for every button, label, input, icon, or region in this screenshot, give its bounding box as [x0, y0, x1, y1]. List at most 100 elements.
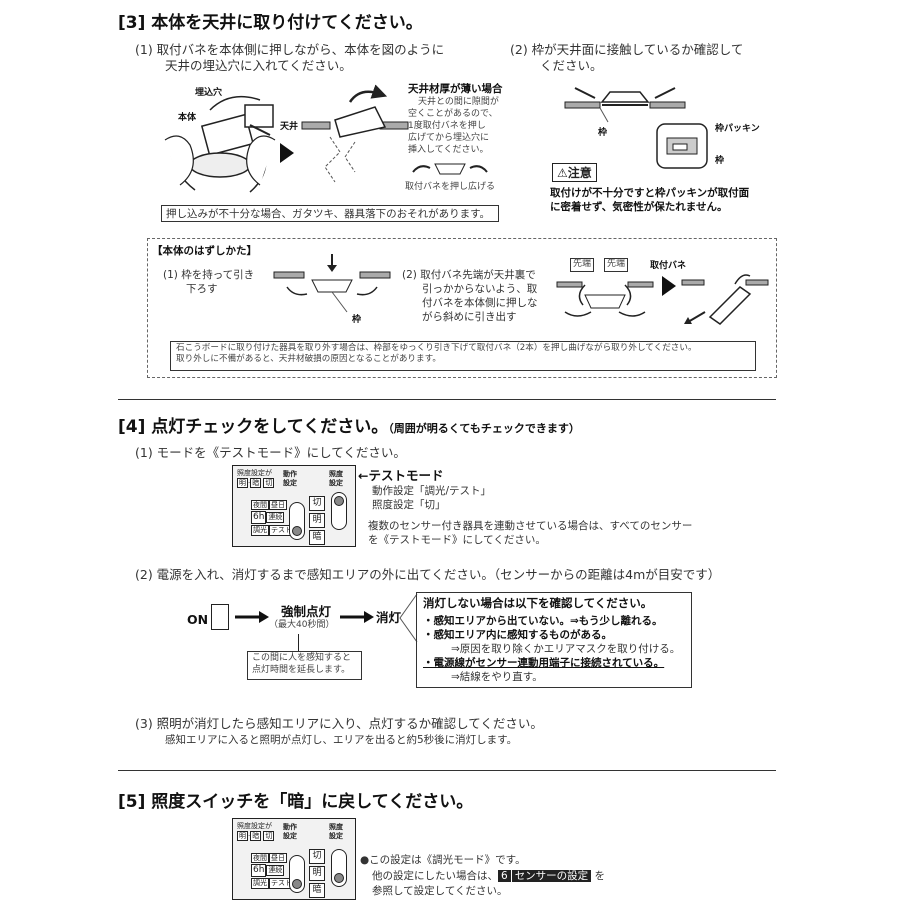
s3-step1-line2: 天井の埋込穴に入れてください。	[165, 58, 352, 73]
waku2-label: 枠	[715, 156, 725, 166]
thin-line4: 広げてから埋込穴に	[408, 133, 490, 143]
rm1-line2: 下ろす	[186, 283, 218, 295]
s4-step1: (1) モードを《テストモード》にしてください。	[135, 445, 406, 460]
ceiling-insert-illustration	[301, 84, 409, 183]
flow-forced-label: 強制点灯	[281, 604, 332, 619]
frame-contact-illustration	[564, 87, 686, 123]
warning-triangle-icon: ⚠	[557, 166, 568, 180]
multi-sensor-line2: を《テストモード》にしてください。	[368, 534, 546, 546]
panel-illum-set-label: 照度設定が	[237, 469, 272, 477]
action-switch-2-knob	[292, 879, 302, 889]
panel-nicchu: 昼日	[269, 500, 287, 511]
illum-switch-2-knob	[334, 873, 344, 883]
illum-switch[interactable]	[331, 492, 347, 530]
panel-6h: 6h	[251, 511, 267, 525]
caution-line2: に密着せず、気密性が保たれません。	[550, 201, 728, 213]
panel-kiri: 切	[263, 478, 275, 489]
divider-2	[118, 770, 776, 771]
thin-line2: 空くことがあるので、	[408, 109, 498, 119]
sw2-mei-label: 明	[309, 866, 325, 881]
removal-note-box: 石こうボードに取り付けた器具を取り外す場合は、枠部をゆっくり引き下げて取付バネ（…	[170, 341, 756, 371]
sentan-label-1: 先端	[570, 258, 595, 272]
s3-step2-line2: ください。	[540, 58, 603, 73]
action-switch-knob	[292, 526, 302, 536]
waku-label: 枠	[598, 128, 608, 138]
arrow-right-icon-2	[662, 276, 676, 296]
illum-switch-2[interactable]	[331, 849, 347, 887]
illum-switch-labels: 切 明 暗	[309, 496, 325, 547]
thin-line3: 1度取付バネを押し	[408, 121, 486, 131]
action-switch[interactable]	[289, 502, 305, 540]
troubleshoot-title: 消灯しない場合は以下を確認してください。	[423, 596, 653, 610]
panel2-akarui: 明	[237, 831, 248, 842]
arrow-right-icon-4	[340, 611, 374, 623]
panel2-kurai: 暗	[250, 831, 262, 842]
thin-line1: 天井との間に隙間が	[418, 97, 499, 107]
panel-settei-label: 設定	[283, 479, 297, 487]
panel-renzoku: 連続	[266, 512, 285, 523]
action-switch-2[interactable]	[289, 855, 305, 893]
sw2-kiri-label: 切	[309, 849, 325, 864]
removal-note-line2: 取り外しに不備があると、天井材破損の原因となることがあります。	[176, 354, 441, 365]
install-hands-illustration	[164, 95, 276, 193]
rm2-line1: (2) 取付バネ先端が天井裏で	[402, 269, 536, 281]
section3-title: [3] 本体を天井に取り付けてください。	[118, 13, 423, 33]
panel2-yakan: 夜間	[251, 853, 269, 864]
test-mode-label: ←テストモード	[358, 468, 444, 483]
removal-note-line1: 石こうボードに取り付けた器具を取り外す場合は、枠部をゆっくり引き下げて取付バネ（…	[176, 343, 697, 353]
panel-akarui: 明	[237, 478, 248, 489]
extend-connector	[298, 634, 299, 651]
panel-action-label: 動作	[283, 470, 297, 478]
panel2-settei-label: 設定	[283, 832, 297, 840]
thin-ceiling-title: 天井材厚が薄い場合	[408, 83, 503, 95]
illum-switch-2-labels: 切 明 暗	[309, 849, 325, 900]
s4-step3-sub: 感知エリアに入ると照明が点灯し、エリアを出ると約5秒後に消灯します。	[165, 734, 518, 746]
flow-forced-sub: （最大40秒間）	[269, 620, 335, 630]
panel-illum-label: 照度	[329, 470, 343, 478]
panel2-choko: 調光	[251, 878, 269, 889]
s3-step1-line1: (1) 取付バネを本体側に押しながら、本体を図のように	[135, 42, 445, 57]
wall-switch-icon	[211, 604, 229, 630]
panel-choko: 調光	[251, 525, 269, 536]
panel2-action-label: 動作	[283, 823, 297, 831]
extend-line1: この間に人を感知すると	[252, 653, 352, 663]
rm2-line4: がら斜めに引き出す	[422, 311, 517, 323]
s3-step2-line1: (2) 枠が天井面に接触しているか確認して	[510, 42, 744, 57]
panel2-renzoku: 連続	[266, 865, 285, 876]
caution-badge: ⚠注意	[552, 163, 597, 182]
toritsuke-bane-label: 取付バネ	[650, 261, 687, 271]
extend-note-box: この間に人を感知すると 点灯時間を延長します。	[247, 651, 362, 680]
sw-kiri-label: 切	[309, 496, 325, 511]
removal-section-box	[147, 238, 777, 378]
spring-spread-illustration	[412, 163, 488, 175]
panel2-6h: 6h	[251, 864, 267, 878]
s5-note-line3: 参照して設定してください。	[372, 885, 508, 897]
panel-settei2-label: 設定	[329, 479, 343, 487]
extend-line2: 点灯時間を延長します。	[252, 664, 351, 675]
bracket-pointer	[399, 593, 418, 643]
section-ref-badge[interactable]: センサーの設定	[511, 870, 592, 882]
troubleshoot-check2: ・感知エリア内に感知するものがある。	[423, 628, 612, 641]
fig-tenjo-label: 天井	[280, 122, 299, 132]
multi-sensor-line1: 複数のセンサー付き器具を連動させている場合は、すべてのセンサー	[368, 520, 693, 532]
section-ref-number: 6	[498, 870, 511, 882]
panel2-illum-set-label: 照度設定が	[237, 822, 272, 830]
panel-kurai: 暗	[250, 478, 262, 489]
packing-detail-illustration	[656, 123, 708, 169]
troubleshoot-check2b: ⇒原因を取り除くかエリアマスクを取り付ける。	[451, 642, 681, 655]
fig-umekomi-label: 埋込穴	[195, 88, 223, 98]
panel-yakan: 夜間	[251, 500, 269, 511]
test-mode-line2: 照度設定「切」	[372, 499, 446, 511]
panel2-illum-label: 照度	[329, 823, 343, 831]
rm1-line1: (1) 枠を持って引き	[163, 269, 255, 281]
removal-title: 【本体のはずしかた】	[152, 245, 257, 257]
troubleshoot-box: 消灯しない場合は以下を確認してください。 ・感知エリアから出ていない。⇒もう少し…	[416, 592, 692, 688]
s5-note-line1: ●この設定は《調光モード》です。	[360, 854, 526, 866]
sw-an-label: 暗	[309, 530, 325, 545]
test-mode-line1: 動作設定「調光/テスト」	[372, 485, 492, 497]
flow-off-label: 消灯	[376, 610, 402, 625]
